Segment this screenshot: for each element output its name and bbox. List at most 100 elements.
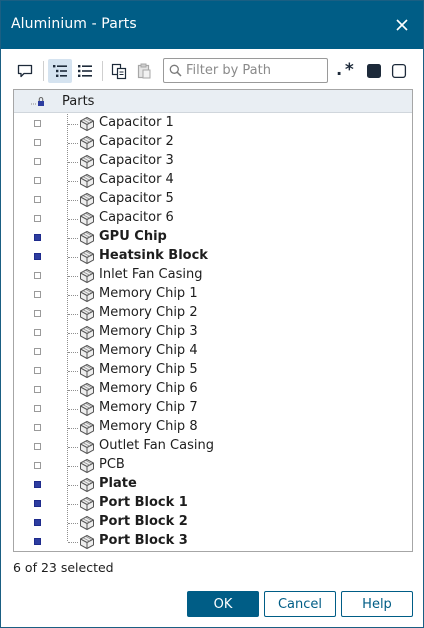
tree-view-button[interactable] — [48, 59, 72, 83]
row-select-checkbox[interactable] — [34, 519, 41, 526]
filter-input[interactable] — [186, 61, 324, 80]
part-icon-wrap — [78, 514, 96, 535]
tree-branch-line — [68, 276, 78, 277]
tree-row[interactable]: Port Block 2 — [14, 513, 412, 532]
part-icon — [80, 458, 94, 474]
tree-row[interactable]: Memory Chip 1 — [14, 285, 412, 304]
tree-row[interactable]: Capacitor 3 — [14, 152, 412, 171]
tree-row[interactable]: Capacitor 2 — [14, 133, 412, 152]
tree-row[interactable]: Heatsink Block — [14, 247, 412, 266]
tree-row[interactable]: Memory Chip 6 — [14, 380, 412, 399]
tree-branch-line — [68, 219, 78, 220]
tree-branch-line — [68, 409, 78, 410]
tree-branch-line — [68, 390, 78, 391]
part-icon — [80, 135, 94, 151]
row-select-checkbox[interactable] — [34, 234, 41, 241]
tree-row[interactable]: Memory Chip 2 — [14, 304, 412, 323]
row-select-checkbox[interactable] — [34, 253, 41, 260]
tree-row[interactable]: Memory Chip 4 — [14, 342, 412, 361]
tree-row[interactable]: Inlet Fan Casing — [14, 266, 412, 285]
row-select-checkbox[interactable] — [34, 120, 41, 127]
tree-row[interactable]: Outlet Fan Casing — [14, 437, 412, 456]
row-select-checkbox[interactable] — [34, 367, 41, 374]
row-select-checkbox[interactable] — [34, 177, 41, 184]
row-select-checkbox[interactable] — [34, 424, 41, 431]
part-icon-wrap — [78, 419, 96, 440]
tree-row[interactable]: Capacitor 4 — [14, 171, 412, 190]
tree-row[interactable]: Memory Chip 5 — [14, 361, 412, 380]
tree-branch-line — [68, 371, 78, 372]
tree-row[interactable]: GPU Chip — [14, 228, 412, 247]
tree-row[interactable]: Memory Chip 7 — [14, 399, 412, 418]
part-icon — [80, 154, 94, 170]
tree-row[interactable]: Plate — [14, 475, 412, 494]
tree-branch-line — [68, 181, 78, 182]
help-button[interactable]: Help — [341, 591, 413, 617]
row-select-checkbox[interactable] — [34, 405, 41, 412]
part-label: Capacitor 6 — [99, 210, 174, 225]
tree-row[interactable]: Capacitor 1 — [14, 114, 412, 133]
tree-row[interactable]: Port Block 1 — [14, 494, 412, 513]
paste-button[interactable] — [132, 59, 156, 83]
regex-toggle[interactable]: .* — [334, 60, 355, 80]
cancel-button[interactable]: Cancel — [264, 591, 336, 617]
row-select-checkbox[interactable] — [34, 329, 41, 336]
part-icon-wrap — [78, 438, 96, 459]
tree-connector — [67, 114, 68, 541]
part-label: Memory Chip 5 — [99, 362, 198, 377]
part-icon — [80, 116, 94, 132]
row-select-checkbox[interactable] — [34, 443, 41, 450]
part-label: Inlet Fan Casing — [99, 267, 203, 282]
close-button[interactable] — [389, 12, 415, 38]
part-icon — [80, 477, 94, 493]
comment-button[interactable] — [13, 59, 37, 83]
row-select-checkbox[interactable] — [34, 500, 41, 507]
tree-branch-line — [68, 143, 78, 144]
list-view-icon — [78, 65, 92, 77]
tree-row[interactable]: PCB — [14, 456, 412, 475]
select-none-button[interactable] — [387, 59, 411, 83]
part-icon-wrap — [78, 533, 96, 551]
row-select-checkbox[interactable] — [34, 386, 41, 393]
row-select-checkbox[interactable] — [34, 158, 41, 165]
part-icon-wrap — [78, 400, 96, 421]
row-select-checkbox[interactable] — [34, 272, 41, 279]
tree-row[interactable]: Capacitor 5 — [14, 190, 412, 209]
tree-row[interactable]: Memory Chip 3 — [14, 323, 412, 342]
part-icon — [80, 211, 94, 227]
row-select-checkbox[interactable] — [34, 196, 41, 203]
part-label: Capacitor 5 — [99, 191, 174, 206]
ok-button[interactable]: OK — [187, 591, 259, 617]
row-select-checkbox[interactable] — [34, 348, 41, 355]
tree-branch-line — [68, 428, 78, 429]
tree-branch-line — [68, 295, 78, 296]
list-view-button[interactable] — [73, 59, 97, 83]
filter-box — [163, 58, 328, 83]
part-icon — [80, 306, 94, 322]
lock-column-header[interactable] — [30, 95, 46, 112]
part-label: Heatsink Block — [99, 248, 208, 263]
part-icon-wrap — [78, 286, 96, 307]
copy-button[interactable] — [107, 59, 131, 83]
filled-square-icon — [367, 64, 381, 78]
tree-view-icon — [53, 65, 67, 77]
part-icon — [80, 287, 94, 303]
row-select-checkbox[interactable] — [34, 481, 41, 488]
tree-row[interactable]: Capacitor 6 — [14, 209, 412, 228]
part-label: Memory Chip 8 — [99, 419, 198, 434]
parts-column-header[interactable]: Parts — [62, 94, 95, 109]
row-select-checkbox[interactable] — [34, 139, 41, 146]
part-icon — [80, 363, 94, 379]
row-select-checkbox[interactable] — [34, 462, 41, 469]
row-select-checkbox[interactable] — [34, 291, 41, 298]
tree-row[interactable]: Memory Chip 8 — [14, 418, 412, 437]
part-icon — [80, 230, 94, 246]
part-label: Capacitor 1 — [99, 115, 174, 130]
row-select-checkbox[interactable] — [34, 538, 41, 545]
tree-row[interactable]: Port Block 3 — [14, 532, 412, 551]
select-all-button[interactable] — [362, 59, 386, 83]
row-select-checkbox[interactable] — [34, 215, 41, 222]
row-select-checkbox[interactable] — [34, 310, 41, 317]
